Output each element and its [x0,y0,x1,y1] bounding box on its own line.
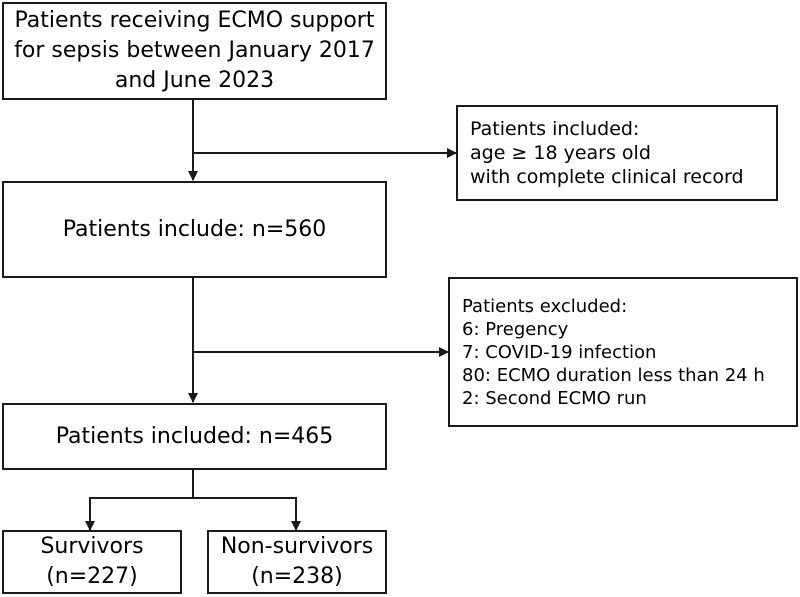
non-survivors-title: Non-survivors [220,534,374,559]
exclusion-note-line-3: 7: COVID-19 infection [462,341,657,363]
included-box: Patients include: n=560 [2,181,387,278]
exclusion-note-box: Patients excluded: 6: Pregency 7: COVID-… [448,277,798,427]
inclusion-note-line-2: age ≥ 18 years old [470,142,651,164]
inclusion-note-box: Patients included: age ≥ 18 years old wi… [456,105,778,201]
survivors-title: Survivors [40,534,144,559]
non-survivors-count: (n=238) [251,564,343,589]
final-box: Patients included: n=465 [2,403,387,470]
start-box-line-1: Patients receiving ECMO support [14,8,375,33]
included-box-label: Patients include: n=560 [62,216,327,242]
final-box-label: Patients included: n=465 [55,423,334,449]
inclusion-note-line-1: Patients included: [470,118,640,140]
exclusion-note-line-1: Patients excluded: [462,295,628,317]
exclusion-note-line-5: 2: Second ECMO run [462,387,647,409]
start-box-line-3: and June 2023 [114,68,275,93]
exclusion-note-line-4: 80: ECMO duration less than 24 h [462,364,765,386]
non-survivors-box: Non-survivors (n=238) [207,530,387,594]
survivors-count: (n=227) [46,564,138,589]
survivors-box: Survivors (n=227) [2,530,182,594]
start-box: Patients receiving ECMO support for seps… [2,2,387,100]
start-box-line-2: for sepsis between January 2017 [14,38,375,63]
exclusion-note-line-2: 6: Pregency [462,318,569,340]
inclusion-note-line-3: with complete clinical record [470,166,744,188]
